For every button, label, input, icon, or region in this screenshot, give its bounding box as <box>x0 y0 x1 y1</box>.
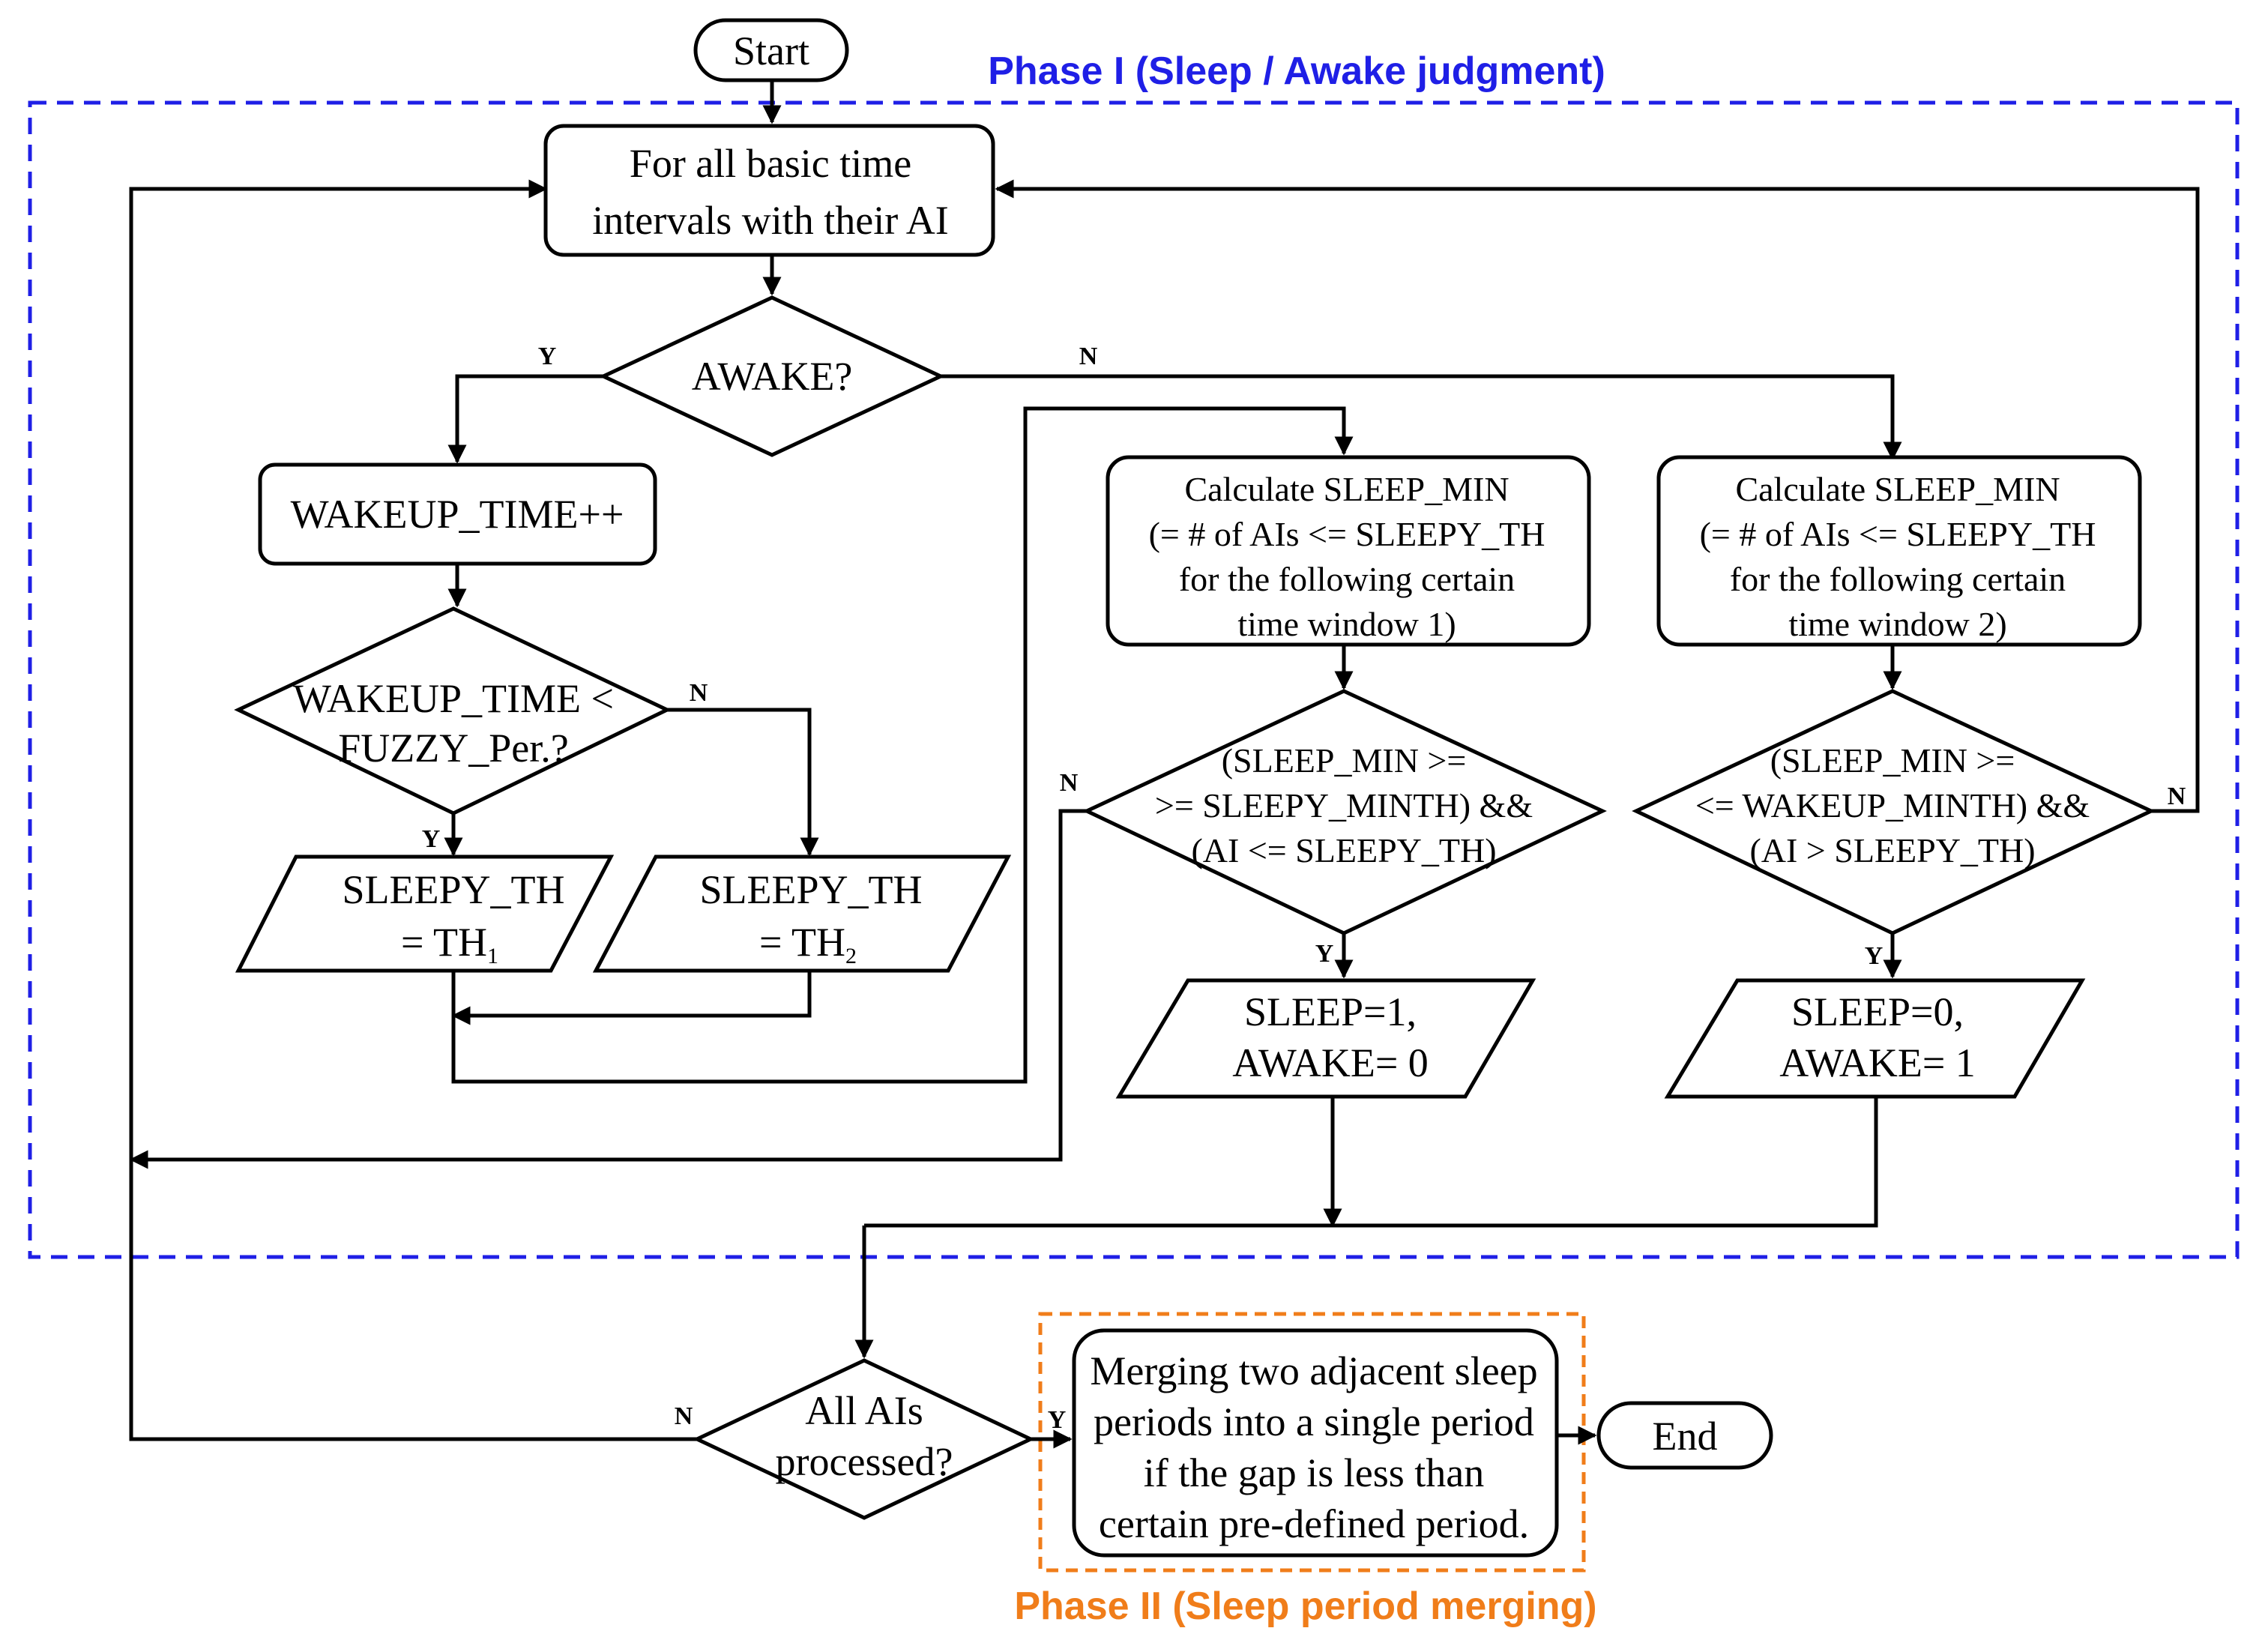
set1-box <box>1115 978 1536 1099</box>
label-cond1-n: N <box>1060 769 1079 797</box>
th1-box <box>235 854 615 973</box>
label-awake-n: N <box>1079 343 1098 370</box>
th1-label: SLEEPY_TH= TH1 <box>343 867 565 968</box>
phase2-title: Phase II (Sleep period merging) <box>1014 1585 1596 1628</box>
calc1-box <box>1106 455 1591 647</box>
edges <box>129 80 2200 1449</box>
label-all-y: Y <box>1048 1406 1067 1434</box>
phase1-title: Phase I (Sleep / Awake judgment) <box>988 49 1605 93</box>
label-all-n: N <box>675 1402 693 1430</box>
edge-th1-calc1 <box>451 406 1354 1084</box>
loop-box <box>543 124 995 257</box>
label-awake-y: Y <box>538 343 557 370</box>
merge-box <box>1072 1328 1559 1558</box>
wakeup-box <box>258 462 657 566</box>
calc2-box <box>1656 455 2142 647</box>
edge-th2-merge <box>451 971 812 1025</box>
awake-label: AWAKE? <box>692 354 853 399</box>
fuzzy-decision <box>234 606 672 816</box>
label-fuzzy-n: N <box>690 679 708 707</box>
fuzzy-label: WAKEUP_TIME <FUZZY_Per.? <box>293 676 614 771</box>
set2-label: SLEEP=0,AWAKE= 1 <box>1779 989 1976 1085</box>
edge-fuzzy-no <box>667 708 819 857</box>
edge-cond2-no <box>995 179 2200 813</box>
th2-box <box>592 854 1012 973</box>
end-node <box>1596 1401 1773 1470</box>
calc2-label: Calculate SLEEP_MIN(= # of AIs <= SLEEPY… <box>1700 470 2096 643</box>
label-fuzzy-y: Y <box>422 825 441 853</box>
all-decision <box>693 1358 1035 1520</box>
set1-label: SLEEP=1,AWAKE= 0 <box>1232 989 1429 1085</box>
label-cond1-y: Y <box>1315 940 1334 968</box>
cond2-decision <box>1632 689 2156 935</box>
cond2-label: (SLEEP_MIN >=<= WAKEUP_MINTH) &&(AI > SL… <box>1695 741 2090 869</box>
cond1-label: (SLEEP_MIN >=>= SLEEPY_MINTH) &&(AI <= S… <box>1155 741 1533 869</box>
edge-awake-yes <box>447 374 603 464</box>
th2-label: SLEEPY_TH= TH2 <box>700 867 923 968</box>
start-node <box>693 18 849 82</box>
edge-awake-no <box>941 374 1902 461</box>
label-cond2-n: N <box>2168 783 2186 810</box>
awake-decision <box>599 295 945 457</box>
edge-set2-join <box>864 1098 1878 1228</box>
end-label: End <box>1653 1414 1718 1459</box>
set2-box <box>1664 978 2086 1099</box>
edge-cond1-no <box>129 809 1087 1169</box>
phase1-frame <box>28 100 2240 1259</box>
calc1-label: Calculate SLEEP_MIN(= # of AIs <= SLEEPY… <box>1149 470 1545 643</box>
start-label: Start <box>733 28 809 73</box>
label-cond2-y: Y <box>1865 942 1884 970</box>
cond1-decision <box>1082 689 1607 935</box>
wakeup-label: WAKEUP_TIME++ <box>291 492 624 537</box>
edge-labels: Y N Y N Y N Y N Y N <box>422 343 2186 1434</box>
edge-all-no <box>129 179 697 1441</box>
